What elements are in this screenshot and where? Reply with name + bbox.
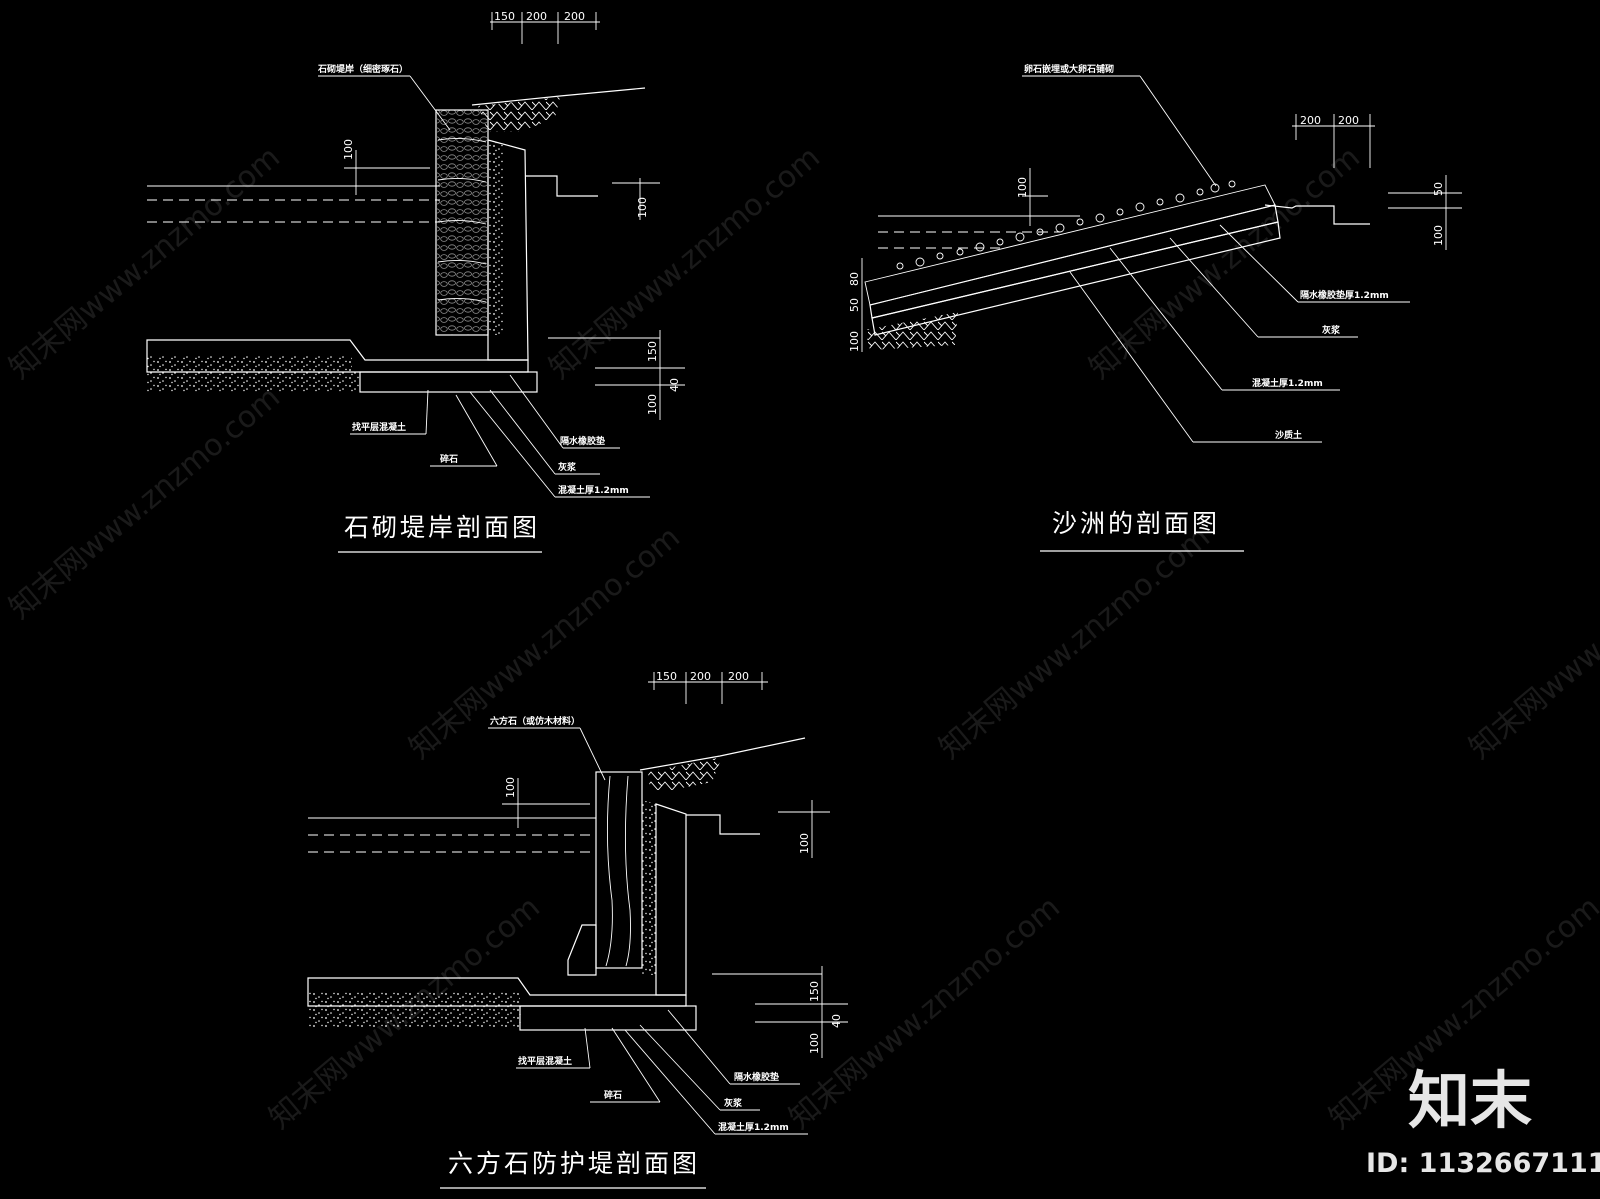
dimension-right: 50 100 bbox=[1388, 175, 1462, 250]
callout-label: 隔水橡胶垫 bbox=[734, 1071, 779, 1083]
brand-id: ID: 1132667111 bbox=[1366, 1148, 1600, 1179]
watermark-text: 知末网www.znzmo.com bbox=[933, 520, 1217, 766]
dim-label: 100 bbox=[646, 394, 659, 415]
dim-label: 150 bbox=[808, 981, 821, 1002]
watermark-text: 知末网www.znzmo.com bbox=[403, 520, 687, 766]
dimension-top: 200 200 bbox=[1292, 114, 1375, 168]
callout-label: 混凝土厚1.2mm bbox=[1252, 377, 1323, 389]
callout-label: 找平层混凝土 bbox=[352, 421, 406, 433]
dim-label: 100 bbox=[1016, 177, 1029, 198]
dim-label: 100 bbox=[1432, 225, 1445, 246]
dim-label: 150 bbox=[494, 10, 515, 23]
dim-label: 100 bbox=[636, 197, 649, 218]
callout-label: 卵石嵌埋或大卵石铺砌 bbox=[1024, 63, 1114, 75]
dim-label: 200 bbox=[690, 670, 711, 683]
dim-label: 150 bbox=[656, 670, 677, 683]
section-title: 六方石防护堤剖面图 bbox=[448, 1149, 700, 1178]
callouts: 卵石嵌埋或大卵石铺砌 隔水橡胶垫厚1.2mm 灰浆 混凝土厚1.2mm 沙质土 bbox=[1022, 63, 1410, 443]
dim-label: 200 bbox=[728, 670, 749, 683]
watermark-text: 知末网www.znzmo.com bbox=[543, 140, 827, 386]
callout-label: 灰浆 bbox=[558, 461, 577, 473]
callout-label: 找平层混凝土 bbox=[518, 1055, 572, 1067]
section-title: 沙洲的剖面图 bbox=[1052, 509, 1220, 538]
dimension-top: 150 200 200 bbox=[490, 10, 600, 44]
dim-label: 100 bbox=[808, 1033, 821, 1054]
dim-label: 200 bbox=[526, 10, 547, 23]
dimension-top: 150 200 200 bbox=[648, 670, 768, 704]
section-title: 石砌堤岸剖面图 bbox=[344, 513, 540, 542]
callout-label: 灰浆 bbox=[1322, 324, 1341, 336]
watermark-layer: 知末网www.znzmo.com 知末网www.znzmo.com 知末网www… bbox=[3, 140, 1600, 1136]
section-sandbar: 200 200 100 80 50 100 bbox=[848, 63, 1462, 552]
callout-label: 沙质土 bbox=[1275, 429, 1302, 441]
watermark-text: 知末网www.znzmo.com bbox=[1463, 520, 1600, 766]
dim-label: 40 bbox=[668, 378, 681, 392]
callout-label: 混凝土厚1.2mm bbox=[558, 484, 629, 496]
dim-label: 200 bbox=[1338, 114, 1359, 127]
watermark-text: 知末网www.znzmo.com bbox=[3, 380, 287, 626]
section-hex-stone: 150 200 200 100 100 bbox=[307, 670, 848, 1189]
callout-label: 混凝土厚1.2mm bbox=[718, 1121, 789, 1133]
section-stone-bank: 150 200 200 100 bbox=[146, 10, 685, 553]
dim-label: 100 bbox=[504, 777, 517, 798]
dim-label: 100 bbox=[342, 139, 355, 160]
watermark-text: 知末网www.znzmo.com bbox=[3, 140, 287, 386]
dim-label: 100 bbox=[848, 331, 861, 352]
callout-label: 隔水橡胶垫厚1.2mm bbox=[1300, 289, 1389, 301]
dim-label: 80 bbox=[848, 272, 861, 286]
watermark-text: 知末网www.znzmo.com bbox=[783, 890, 1067, 1136]
callouts: 六方石（或仿木材料） 找平层混凝土 碎石 隔水橡胶垫 灰浆 混凝土厚1.2mm bbox=[488, 715, 808, 1135]
dim-label: 100 bbox=[798, 833, 811, 854]
dimension-right: 100 150 40 100 bbox=[548, 178, 685, 420]
dim-label: 40 bbox=[830, 1014, 843, 1028]
brand-mark: 知末 ID: 1132667111 bbox=[1366, 1064, 1600, 1179]
dim-label: 50 bbox=[848, 298, 861, 312]
brand-logo: 知末 bbox=[1408, 1064, 1532, 1137]
watermark-text: 知末网www.znzmo.com bbox=[1083, 140, 1367, 386]
dim-label: 150 bbox=[646, 341, 659, 362]
dimension-left: 80 50 100 bbox=[848, 258, 863, 352]
callouts: 石砌堤岸（细密琢石） 找平层混凝土 碎石 隔水橡胶垫 灰浆 混凝土厚1.2mm bbox=[317, 63, 650, 498]
dimension-right: 100 150 40 100 bbox=[712, 800, 848, 1058]
callout-label: 隔水橡胶垫 bbox=[560, 435, 605, 447]
dim-label: 50 bbox=[1432, 182, 1445, 196]
callout-label: 六方石（或仿木材料） bbox=[490, 715, 580, 727]
callout-label: 石砌堤岸（细密琢石） bbox=[317, 63, 408, 75]
callout-label: 灰浆 bbox=[724, 1097, 743, 1109]
dim-label: 200 bbox=[564, 10, 585, 23]
callout-label: 碎石 bbox=[440, 453, 458, 465]
callout-label: 碎石 bbox=[604, 1089, 622, 1101]
dim-label: 200 bbox=[1300, 114, 1321, 127]
